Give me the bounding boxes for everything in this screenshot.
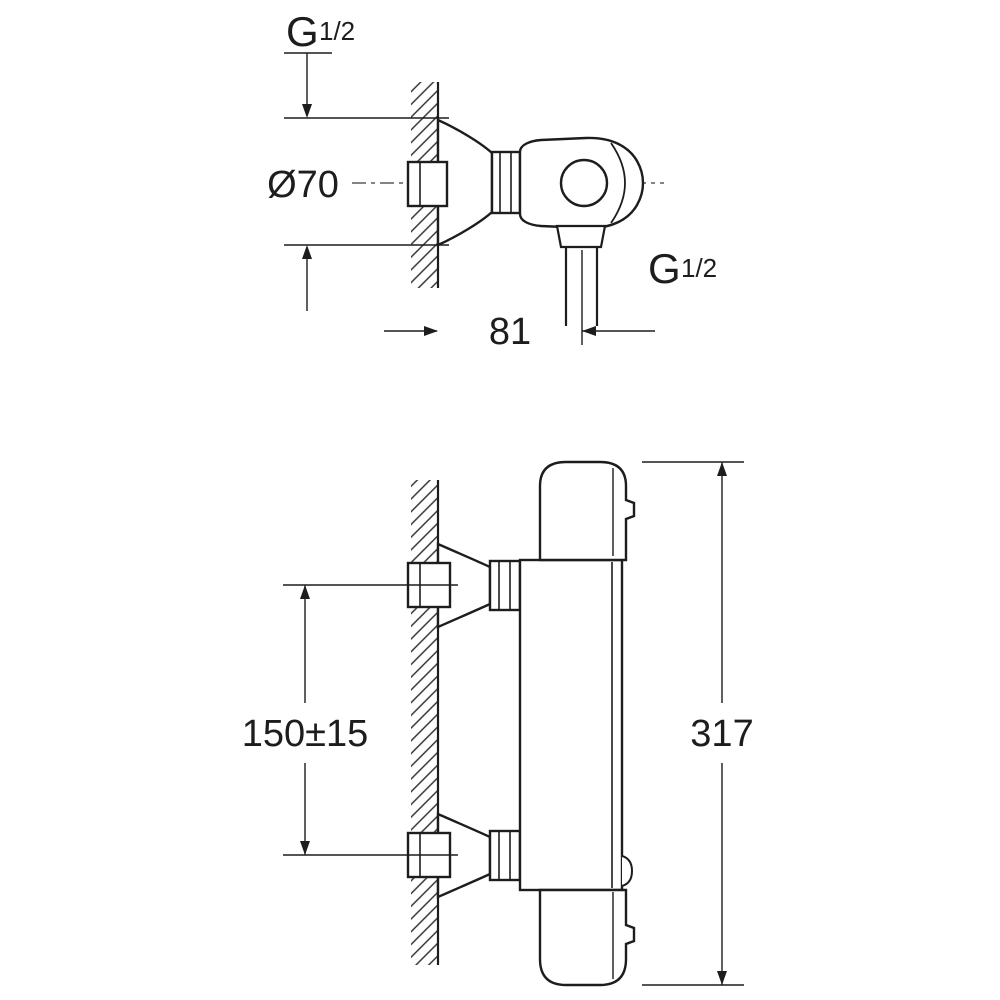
cap-button — [559, 158, 609, 208]
valve-body-top — [518, 136, 645, 230]
hex-connector-lower — [488, 829, 522, 882]
dim-overall-height: 317 — [642, 461, 754, 986]
handle-seam-top — [610, 142, 626, 224]
arrow-up-icon — [717, 462, 727, 476]
escutcheon-diameter-label: Ø70 — [267, 164, 339, 206]
arrow-down-icon — [300, 841, 310, 855]
mixer-body — [518, 558, 634, 892]
inlet-nut-side — [406, 160, 449, 208]
mixer-body-outline — [518, 558, 624, 892]
dim-escutcheon-diameter: Ø70 — [267, 117, 449, 311]
inlet-spacing-label: 150±15 — [242, 713, 369, 755]
outlet-stub — [621, 855, 634, 887]
top-handle — [538, 460, 636, 562]
top-handle-outline — [538, 460, 636, 562]
wall-to-outlet-label: 81 — [489, 311, 531, 353]
arrow-up-icon — [302, 245, 312, 259]
wall-section-front — [411, 480, 440, 965]
top-view: G 1/2 Ø70 81 G 1/2 — [267, 8, 717, 353]
bottom-handle-outline — [538, 888, 636, 987]
dim-inlet-spacing: 150±15 — [242, 584, 458, 856]
outlet-thread-label-prefix: G — [648, 245, 681, 292]
overall-height-label: 317 — [690, 713, 753, 755]
hex-connector-side — [490, 150, 522, 215]
dim-wall-to-outlet: 81 — [384, 250, 655, 353]
arrow-up-icon — [300, 585, 310, 599]
dim-inlet-thread: G 1/2 — [284, 8, 355, 118]
arrow-down-icon — [717, 971, 727, 985]
arrow-down-icon — [302, 104, 312, 118]
outlet-pipe — [555, 224, 607, 326]
hex-connector-upper — [488, 559, 522, 612]
outlet-thread-label-fraction: 1/2 — [681, 253, 717, 283]
arrow-right-icon — [424, 326, 438, 336]
hex-connector-body — [490, 150, 522, 215]
arrow-left-icon — [582, 326, 596, 336]
wall-hatch — [411, 480, 438, 965]
bottom-handle — [538, 888, 636, 987]
inlet-thread-label-fraction: 1/2 — [319, 16, 355, 46]
inlet-thread-label-prefix: G — [286, 8, 319, 55]
inlet-nut-body — [406, 160, 449, 208]
outlet-union-nut — [555, 224, 607, 249]
front-view: 150±15 317 — [242, 460, 754, 987]
label-outlet-thread: G 1/2 — [648, 245, 717, 292]
